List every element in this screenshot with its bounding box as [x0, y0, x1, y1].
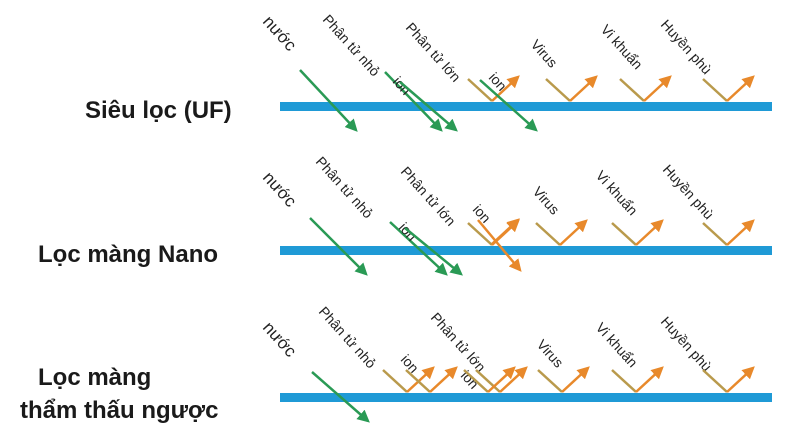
pass-arrow: [299, 69, 358, 132]
particle-label: Huyền phù: [658, 16, 715, 77]
particle-label: ion: [390, 73, 414, 98]
reject-arm: [537, 369, 563, 393]
reject-arrow: [491, 218, 520, 245]
reject-arm: [467, 222, 493, 246]
reject-arrow: [499, 366, 528, 393]
water-label: nước: [259, 168, 301, 211]
reject-arrow: [406, 366, 435, 393]
reject-arrow: [726, 366, 755, 393]
water-label: nước: [259, 12, 301, 55]
particle-label: Phân tử lớn: [403, 19, 464, 85]
particle-label: Vi khuẩn: [598, 21, 646, 72]
particle-label: Phân tử lớn: [428, 309, 489, 375]
particle-label: Vi khuẩn: [593, 167, 641, 218]
particle-pass: ion: [390, 73, 458, 132]
reject-arm: [702, 369, 728, 393]
reject-arm: [545, 78, 571, 102]
pass-arrow: [479, 79, 538, 132]
particle-reject: Virus: [528, 36, 598, 102]
reject-arm: [702, 222, 728, 246]
reject-arrow: [561, 366, 590, 393]
reject-arm: [467, 78, 493, 102]
particle-label: Virus: [534, 336, 567, 370]
reject-arm: [475, 369, 501, 393]
water-label: nước: [259, 318, 301, 361]
particle-label: Vi khuẩn: [593, 319, 641, 370]
membrane-bar: [280, 393, 772, 402]
particle-reject: Vi khuẩn: [598, 21, 672, 102]
particle-pass: Phân tử nhỏ: [313, 153, 448, 276]
pass-arrow: [384, 71, 443, 132]
particle-reject: Huyền phù: [660, 161, 755, 246]
reject-arm: [405, 369, 431, 393]
pass-arrow: [477, 219, 522, 272]
reject-arrow: [487, 366, 516, 393]
reject-arrow: [559, 219, 588, 246]
particle-pass: ion: [479, 69, 538, 132]
row-label-line: Lọc màng Nano: [38, 241, 218, 268]
particle-label: ion: [486, 69, 510, 94]
reject-arm: [382, 369, 408, 393]
particle-reject: Huyền phù: [658, 16, 755, 102]
particle-reject: Huyền phù: [658, 313, 755, 393]
particle-label: Virus: [528, 36, 561, 70]
particle-reject: Virus: [530, 183, 588, 246]
reject-arm: [463, 369, 489, 393]
particle-label: Phân tử nhỏ: [320, 11, 384, 79]
reject-arm: [702, 78, 728, 102]
membrane-bar: [280, 246, 772, 255]
reject-arm: [619, 78, 645, 102]
particle-partial: ion: [470, 201, 522, 272]
particle-label: Phân tử nhỏ: [316, 303, 380, 371]
particle-label: Huyền phù: [660, 161, 717, 222]
row-label-line: thẩm thấu ngược: [20, 397, 218, 424]
reject-arrow: [726, 219, 755, 246]
reject-arrow: [491, 75, 520, 102]
reject-arm: [611, 369, 637, 393]
row-label-line: Siêu lọc (UF): [85, 97, 232, 124]
pass-arrow: [309, 217, 368, 276]
pass-arrow: [399, 81, 458, 132]
row-reverse-osmosis: Lọc màng thẩm thấu ngược nước Phân tử nhỏ…: [20, 303, 772, 424]
reject-arrow: [643, 75, 672, 102]
pass-arrow: [311, 371, 370, 423]
row-label-line: Lọc màng: [38, 364, 151, 391]
particle-reject: Vi khuẩn: [593, 319, 664, 393]
particle-reject: ion: [398, 351, 458, 393]
membrane-bar: [280, 102, 772, 111]
reject-arrow: [635, 366, 664, 393]
reject-arrow: [429, 366, 458, 393]
particle-label: Virus: [530, 183, 563, 217]
reject-arrow: [569, 75, 598, 102]
pass-arrow: [389, 221, 448, 276]
reject-arrow: [635, 219, 664, 246]
reject-arm: [611, 222, 637, 246]
particle-reject: Vi khuẩn: [593, 167, 664, 246]
pass-arrow: [404, 227, 463, 276]
reject-arm: [535, 222, 561, 246]
particle-label: ion: [470, 201, 494, 226]
particle-reject: Virus: [534, 336, 590, 393]
particle-label: Huyền phù: [658, 313, 715, 374]
particle-label: Phân tử nhỏ: [313, 153, 377, 221]
reject-arrow: [726, 75, 755, 102]
